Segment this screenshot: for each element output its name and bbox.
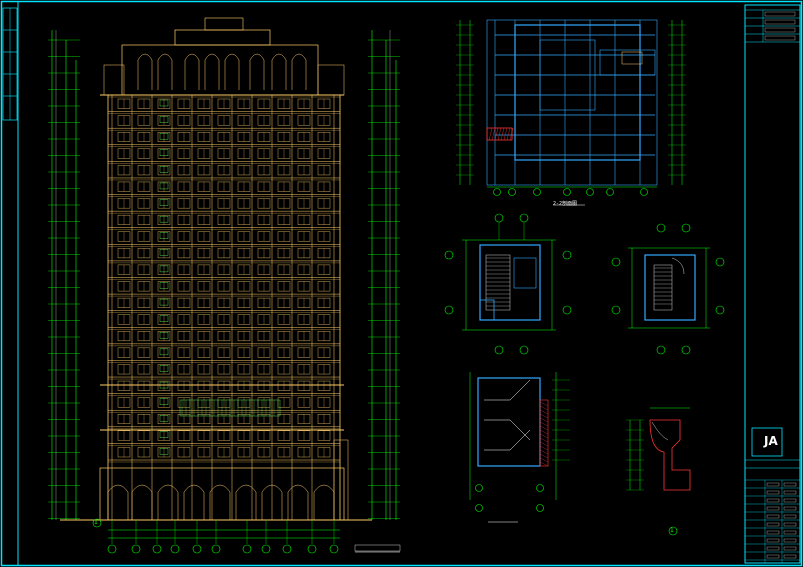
elevation-marker: 1 <box>94 519 98 526</box>
section-caption: 2-2剖面图 <box>553 201 578 207</box>
stair-plan-left <box>444 213 572 355</box>
stair-plan-right <box>611 223 725 355</box>
stair-section <box>469 372 570 523</box>
title-block <box>744 4 801 564</box>
detail-number: 1 <box>670 527 674 534</box>
logo-mark: JA <box>764 434 778 448</box>
section-2-2 <box>456 19 686 206</box>
cornice-detail <box>626 407 691 536</box>
main-elevation <box>48 17 401 554</box>
binding-strip <box>2 2 19 565</box>
